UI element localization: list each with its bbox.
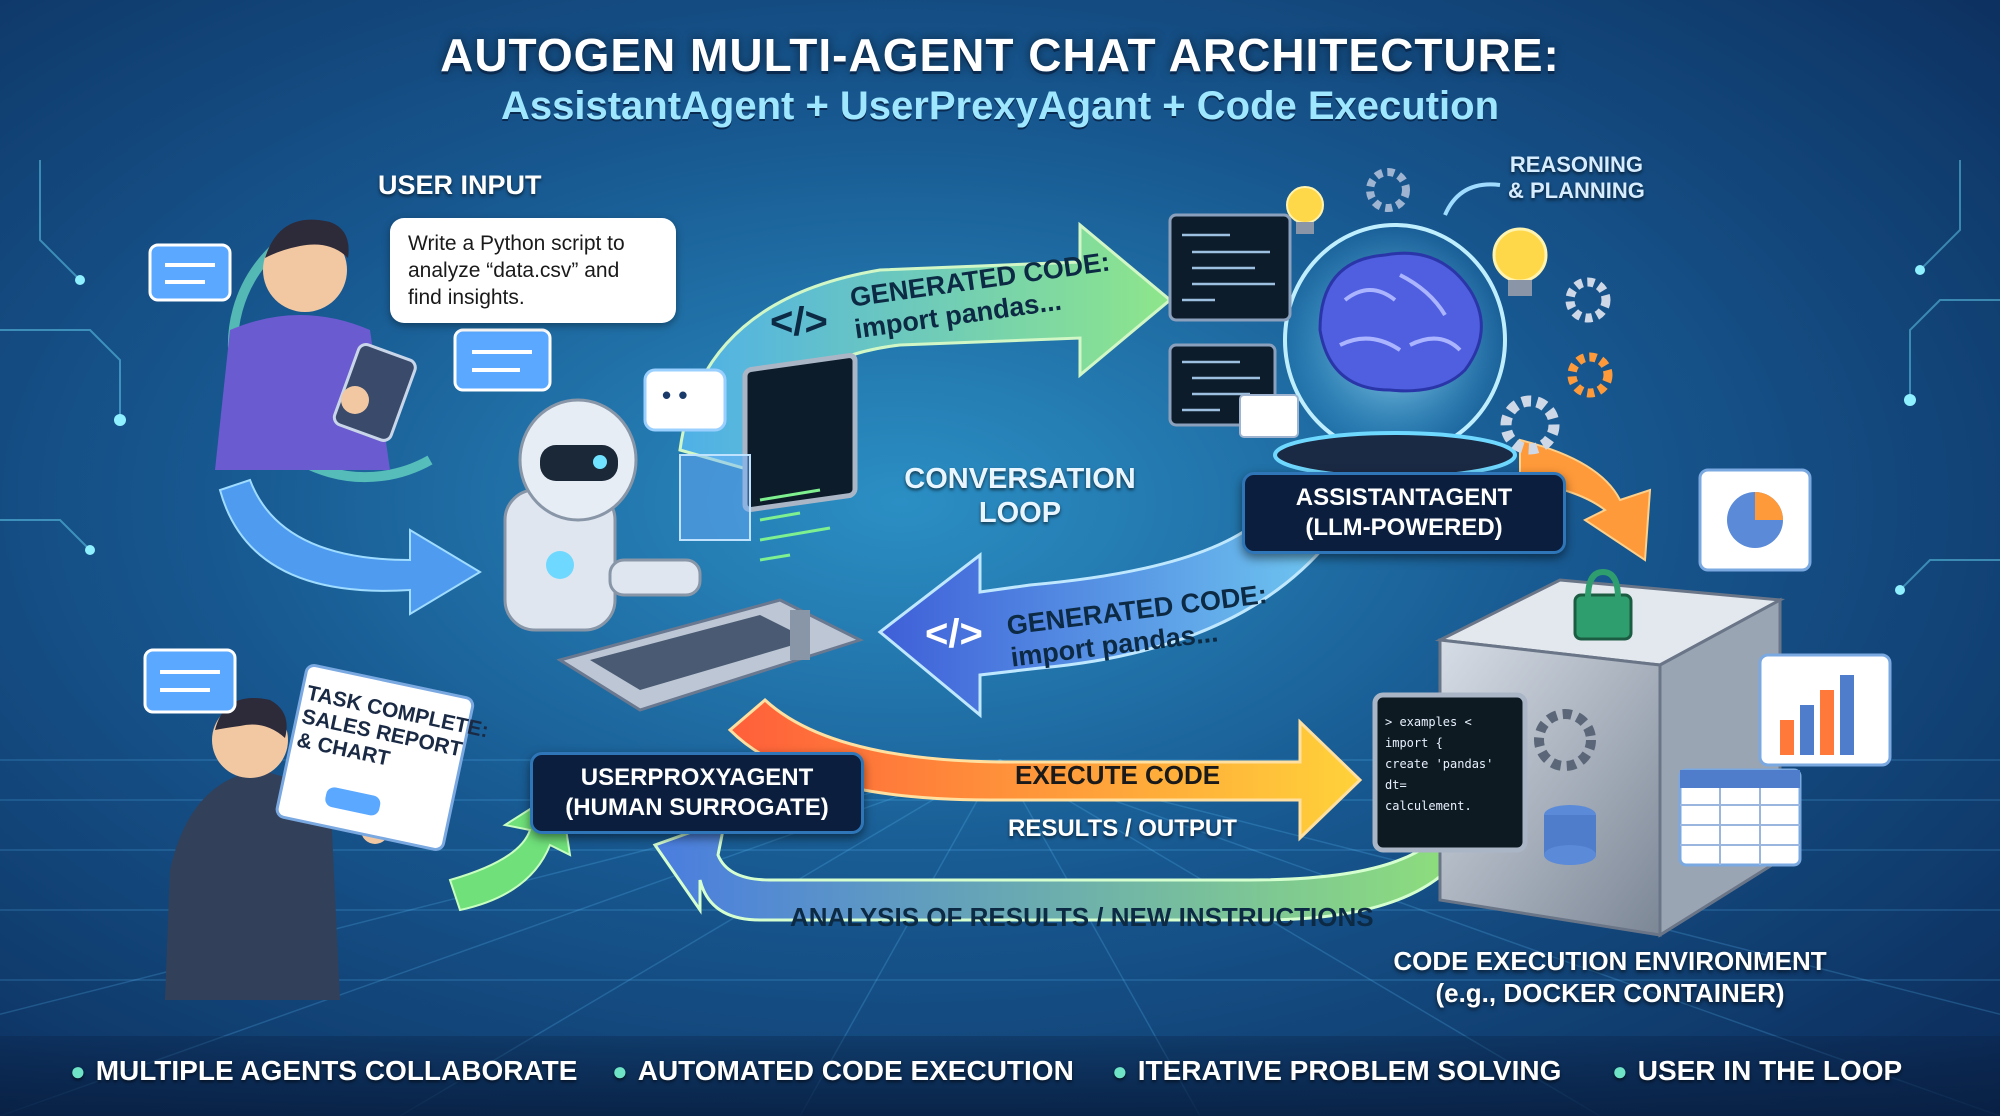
code-tag-icon: </> <box>925 612 983 656</box>
gear-icon <box>1567 352 1613 398</box>
terminal-code: > examples < import { create 'pandas' dt… <box>1385 712 1493 817</box>
gear-icon <box>1500 395 1560 455</box>
user-proxy-agent-label: USERPROXYAGENT (HUMAN SURROGATE) <box>530 752 864 834</box>
proxy-label-line1: USERPROXYAGENT <box>580 764 814 791</box>
keyboard-desk <box>556 598 864 712</box>
bullet-dot-icon: ● <box>1112 1056 1128 1086</box>
terminal-code-line: create 'pandas' <box>1385 757 1494 771</box>
terminal-code-line: dt= <box>1385 778 1407 792</box>
user-input-person <box>215 219 433 483</box>
arrow-analysis-of-results <box>652 817 1472 922</box>
user-input-speech-bubble: Write a Python script to analyze “data.c… <box>390 218 676 323</box>
code-panel-icon <box>679 454 751 541</box>
user-message-line: Write a Python script to <box>408 232 625 255</box>
terminal-screen <box>1372 692 1528 853</box>
page-subtitle: AssistantAgent + UserPrexyAgant + Code E… <box>500 84 1500 128</box>
task-complete-panel <box>275 663 475 851</box>
conversation-loop-line: CONVERSATION <box>904 463 1136 495</box>
assistant-label-line1: ASSISTANTAGENT <box>1295 484 1513 511</box>
bullet-dot-icon: ● <box>612 1056 628 1086</box>
note-panel-icon <box>1239 394 1299 438</box>
reasoning-line: REASONING <box>1509 152 1644 177</box>
lightbulb-icon <box>1286 186 1324 234</box>
reasoning-planning-label: REASONING & PLANNING <box>1508 152 1645 204</box>
conversation-loop-line: LOOP <box>978 497 1062 529</box>
chat-bubble-dots: • • <box>662 380 688 410</box>
code-execution-env-label: CODE EXECUTION ENVIRONMENT (e.g., DOCKER… <box>1330 945 1890 1009</box>
assistant-label-line2: (LLM-POWERED) <box>1305 514 1503 541</box>
proxy-monitor <box>742 353 858 660</box>
footer-item-label: MULTIPLE AGENTS COLLABORATE <box>95 1055 578 1086</box>
terminal-code-line: > examples < <box>1385 715 1472 729</box>
terminal-code-line: calculement. <box>1385 799 1472 813</box>
footer-item-label: USER IN THE LOOP <box>1637 1055 1903 1086</box>
spreadsheet-panel-icon <box>1678 768 1802 867</box>
bullet-dot-icon: ● <box>70 1056 86 1086</box>
user-proxy-robot <box>503 398 702 632</box>
results-output-label: RESULTS / OUTPUT <box>1008 815 1237 842</box>
reasoning-line: & PLANNING <box>1508 178 1645 203</box>
footer-item-label: AUTOMATED CODE EXECUTION <box>637 1055 1074 1086</box>
footer-item: ● USER IN THE LOOP <box>1612 1055 1902 1087</box>
footer-item: ● ITERATIVE PROBLEM SOLVING <box>1112 1055 1561 1087</box>
footer-item: ● MULTIPLE AGENTS COLLABORATE <box>70 1055 577 1087</box>
user-input-label: USER INPUT <box>378 170 542 200</box>
user-to-proxy-arrow <box>218 478 482 616</box>
code-panel-icon <box>1168 213 1292 322</box>
footer-bar <box>0 1036 2000 1116</box>
gear-icon <box>1565 277 1611 323</box>
analysis-label: ANALYSIS OF RESULTS / NEW INSTRUCTIONS <box>790 902 1374 932</box>
chat-bubble-icon <box>643 368 727 432</box>
footer-item-label: ITERATIVE PROBLEM SOLVING <box>1137 1055 1562 1086</box>
circuit-nodes <box>75 265 1925 595</box>
gear-icon <box>1366 168 1410 212</box>
proxy-label-line2: (HUMAN SURROGATE) <box>565 794 829 821</box>
terminal-code-line: import { <box>1385 736 1443 750</box>
assistant-brain-dome <box>1273 223 1517 479</box>
chat-bubble-icon <box>453 328 552 392</box>
conversation-loop-label: CONVERSATION LOOP <box>900 462 1140 530</box>
bar-chart-panel-icon <box>1758 653 1892 767</box>
pie-chart-panel-icon <box>1698 468 1812 572</box>
reasoning-curve-arrow <box>1443 182 1501 216</box>
env-label-line1: CODE EXECUTION ENVIRONMENT <box>1393 946 1827 976</box>
user-message-line: find insights. <box>408 286 525 309</box>
code-tag-icon: </> <box>770 300 828 344</box>
lightbulb-icon <box>1492 227 1548 296</box>
footer-item: ● AUTOMATED CODE EXECUTION <box>612 1055 1074 1087</box>
bullet-dot-icon: ● <box>1612 1056 1628 1086</box>
user-message-line: analyze “data.csv” and <box>408 259 620 282</box>
chat-bubble-icon <box>148 243 232 302</box>
arrow-generated-code-to-proxy <box>877 518 1333 719</box>
chat-bubble-icon <box>143 648 237 714</box>
assistant-agent-label: ASSISTANTAGENT (LLM-POWERED) <box>1242 472 1566 554</box>
page-title: AUTOGEN MULTI-AGENT CHAT ARCHITECTURE: <box>440 29 1560 81</box>
env-label-line2: (e.g., DOCKER CONTAINER) <box>1435 978 1785 1008</box>
circuit-lines <box>0 160 2000 591</box>
execute-code-label: EXECUTE CODE <box>1015 760 1221 790</box>
